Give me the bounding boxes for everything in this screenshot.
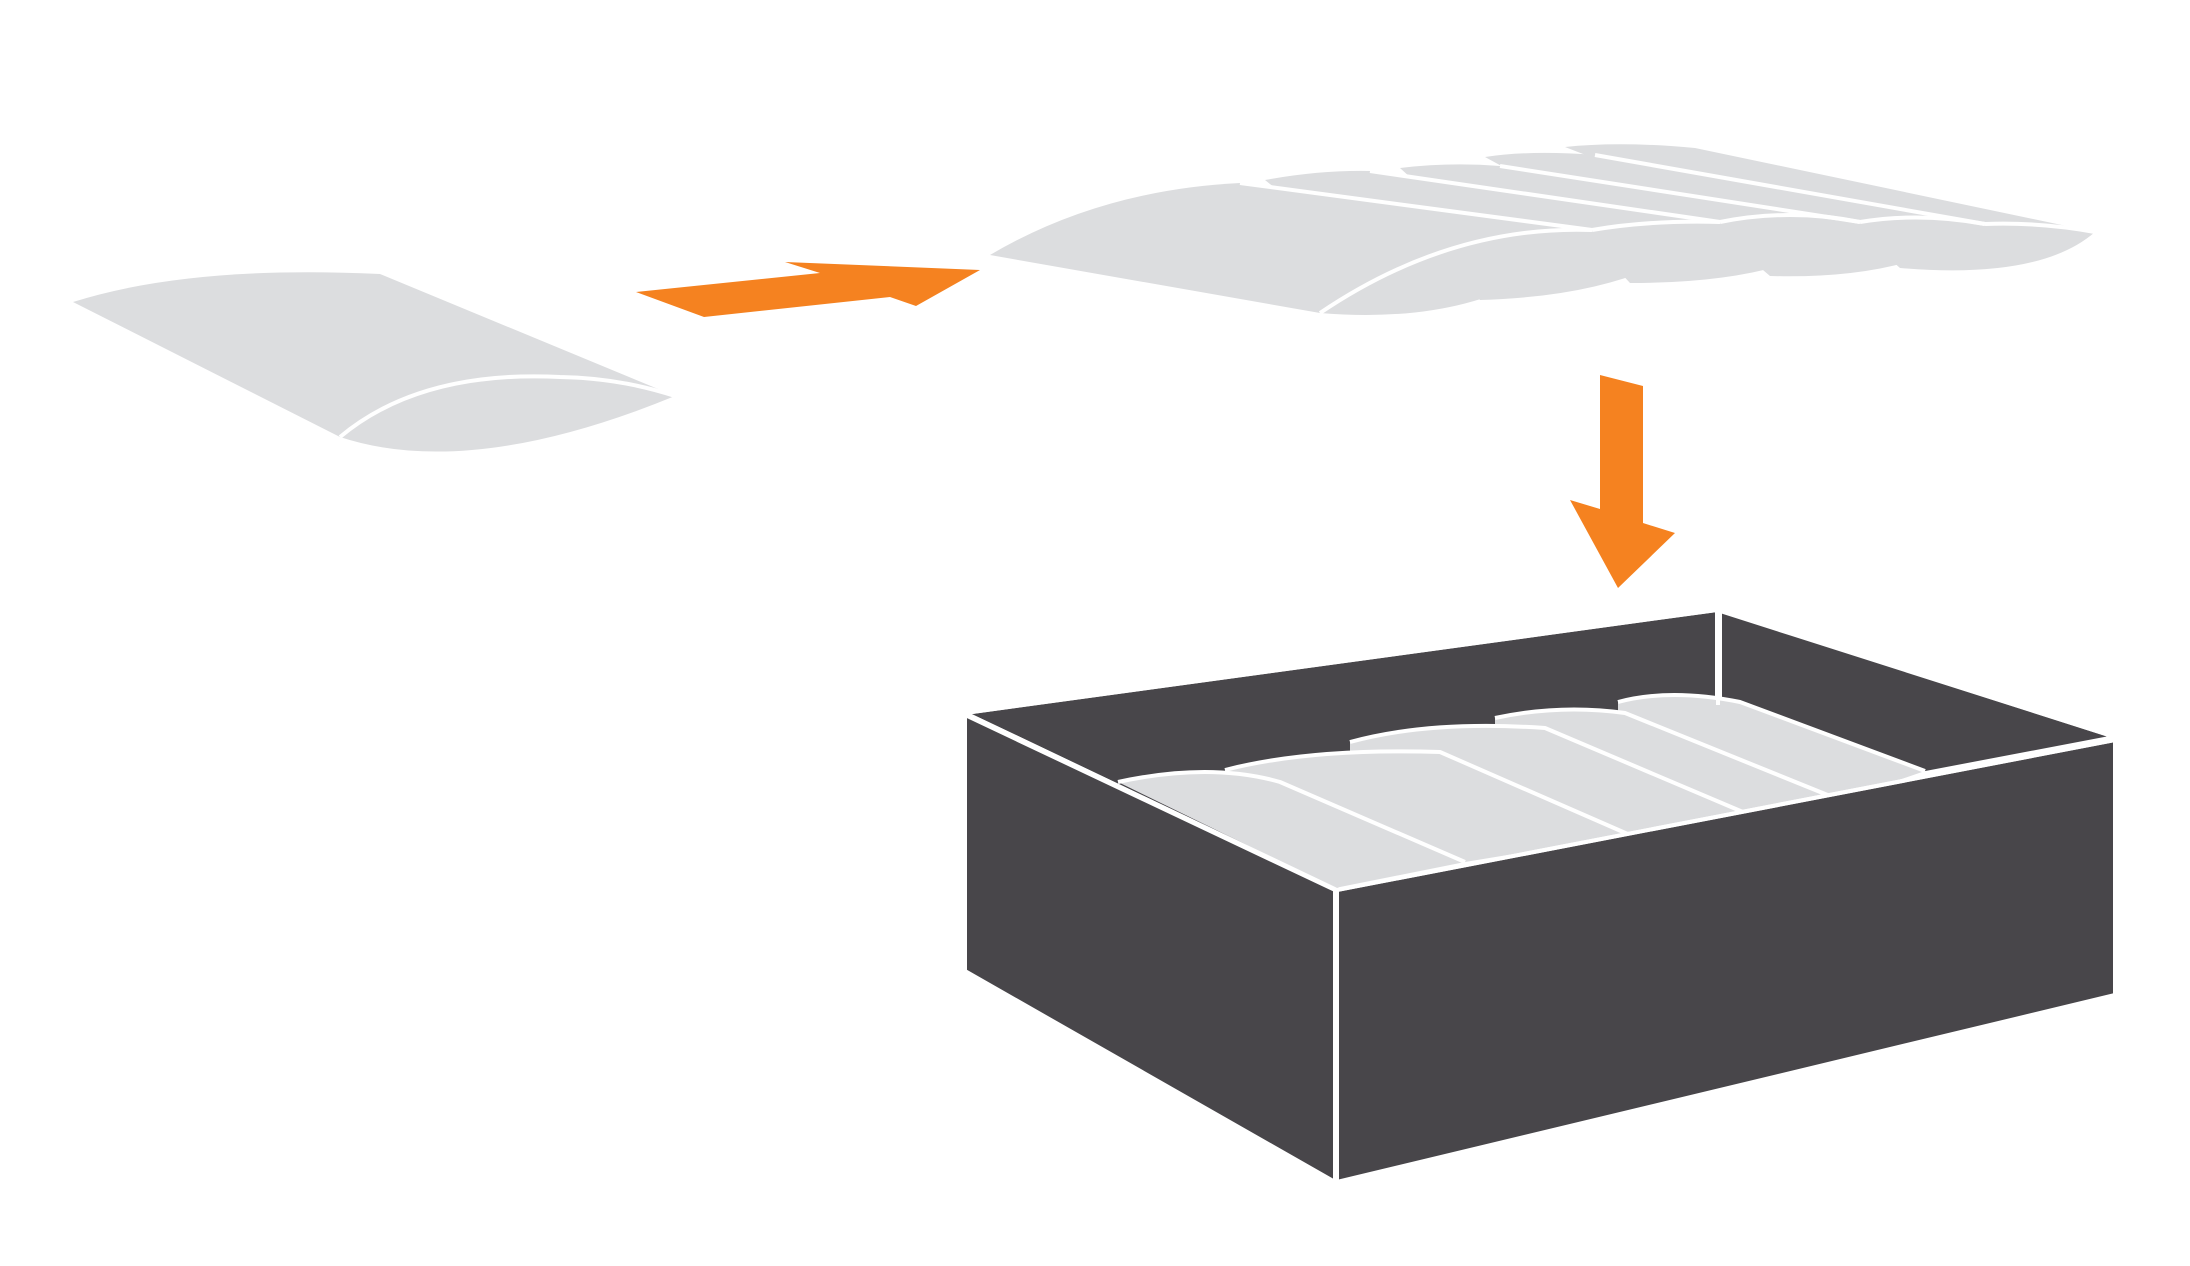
stack-ridge-3 [1499, 164, 1861, 224]
boxed-seam-5 [1617, 693, 1926, 773]
single-pouch-body [73, 272, 675, 452]
stack-ridge-4 [1594, 153, 1986, 226]
boxed-pouch-2 [1225, 751, 1630, 862]
box-top-edge-right [1336, 738, 2116, 892]
boxed-pouch-4 [1495, 709, 1840, 815]
stack-seam-1 [1318, 227, 1593, 315]
arrow-right-icon [636, 262, 980, 317]
pouch-stack [990, 144, 2096, 315]
single-pouch-seam [338, 374, 676, 439]
packed-box [958, 607, 2117, 1186]
box-top-edge-left [964, 711, 1338, 892]
boxed-seam-2 [1224, 749, 1631, 837]
box-back-top-edge [964, 607, 2116, 739]
boxed-seam-1 [1117, 770, 1466, 864]
boxed-pouch-5 [1618, 695, 1925, 800]
stack-ridge-1 [1239, 181, 1593, 232]
single-pouch [73, 272, 676, 452]
stack-ridge-2 [1369, 169, 1721, 224]
boxed-seam-4 [1494, 707, 1841, 802]
stack-seam-5 [1984, 221, 2096, 234]
arrow-down-icon [1570, 375, 1675, 588]
boxed-pouch-3 [1350, 725, 1750, 835]
stacked-pouch-1 [990, 183, 1592, 315]
boxed-seam-3 [1349, 723, 1751, 817]
boxed-pouch-1 [1118, 772, 1465, 888]
